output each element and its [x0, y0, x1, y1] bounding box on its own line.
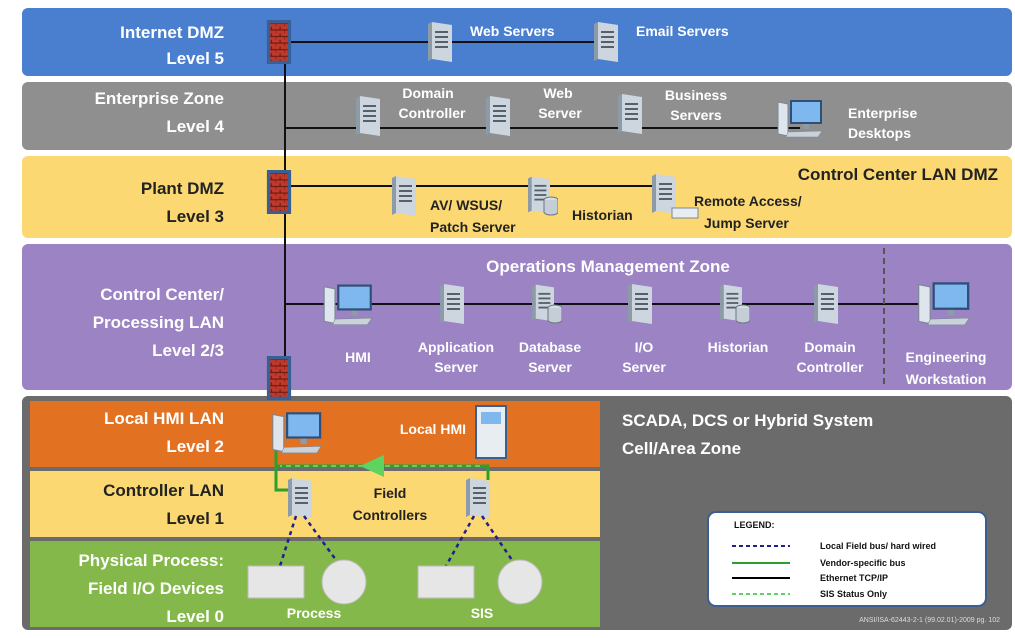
legend-title: LEGEND:	[734, 520, 775, 530]
zone-level3-level: Level 3	[166, 207, 224, 226]
enterprise-desktops-label-1: Enterprise	[848, 105, 917, 121]
firewall-level3-icon	[266, 170, 292, 214]
zone-level2-level: Level 2	[166, 437, 224, 456]
legend-item-fieldbus: Local Field bus/ hard wired	[820, 541, 936, 551]
process-device-round-icon	[321, 559, 367, 605]
domain-controller-l23-icon	[814, 284, 838, 324]
zone-level0-level: Level 0	[166, 607, 224, 626]
zone-level0-line1: Physical Process:	[78, 551, 224, 570]
remote-access-label-1: Remote Access/	[694, 193, 802, 209]
database-server-label-2: Server	[528, 359, 572, 375]
web-servers-icon	[428, 22, 452, 62]
zone-level23-name-2: Processing LAN	[93, 313, 224, 332]
zone-level0-line2: Field I/O Devices	[88, 579, 224, 598]
io-server-label-2: Server	[622, 359, 666, 375]
av-wsus-server-icon	[392, 176, 416, 216]
sis-label: SIS	[471, 605, 494, 621]
enterprise-desktops-label-2: Desktops	[848, 125, 911, 141]
zone-level4-name: Enterprise Zone	[95, 89, 224, 108]
io-server-label-1: I/O	[635, 339, 654, 355]
io-server-icon	[628, 284, 652, 324]
footer-citation: ANSI/ISA-62443-2-1 (99.02.01)-2009 pg. 1…	[859, 617, 1000, 624]
zone-cell-title-2: Cell/Area Zone	[622, 439, 741, 458]
engineering-workstation-icon	[918, 281, 970, 326]
field-controller-1-icon	[288, 478, 312, 518]
zone-level1	[30, 471, 600, 537]
hmi-label: HMI	[345, 349, 371, 365]
zone-level1-level: Level 1	[166, 509, 224, 528]
process-label: Process	[287, 605, 342, 621]
zone-level3-name: Plant DMZ	[141, 179, 224, 198]
zone-level23-level: Level 2/3	[152, 341, 224, 360]
email-servers-icon	[594, 22, 618, 62]
domain-controller-l4-label-1: Domain	[402, 85, 453, 101]
database-server-label-1: Database	[519, 339, 581, 355]
engineering-workstation-label-2: Workstation	[906, 371, 987, 387]
business-servers-label-2: Servers	[670, 107, 722, 123]
application-server-label-1: Application	[418, 339, 494, 355]
zone-level5-level: Level 5	[166, 49, 224, 68]
business-servers-label-1: Business	[665, 87, 727, 103]
field-controllers-label-2: Controllers	[353, 507, 428, 523]
fieldbus-lines	[278, 515, 514, 567]
hmi-icon	[323, 283, 373, 326]
local-hmi-label: Local HMI	[400, 421, 466, 437]
application-server-label-2: Server	[434, 359, 478, 375]
local-hmi-lan-workstation-icon	[272, 411, 322, 454]
engineering-workstation-label-1: Engineering	[906, 349, 987, 365]
av-wsus-label-1: AV/ WSUS/	[430, 197, 502, 213]
sis-status-arrow	[360, 455, 384, 477]
firewall-level23-icon	[266, 356, 292, 400]
zone-level5-name: Internet DMZ	[120, 23, 224, 42]
enterprise-desktops-icon	[777, 99, 823, 138]
legend-item-ethernet: Ethernet TCP/IP	[820, 573, 888, 583]
av-wsus-label-2: Patch Server	[430, 219, 516, 235]
zone-level23-name-1: Control Center/	[100, 285, 224, 304]
domain-controller-l4-label-2: Controller	[399, 105, 466, 121]
business-servers-icon	[618, 94, 642, 134]
zone-level4	[22, 82, 1012, 150]
zone-level2-name: Local HMI LAN	[104, 409, 224, 428]
legend-box	[707, 511, 987, 607]
field-controller-2-icon	[466, 478, 490, 518]
web-servers-label: Web Servers	[470, 23, 555, 39]
remote-access-label-2: Jump Server	[704, 215, 789, 231]
web-server-l4-label-2: Server	[538, 105, 582, 121]
firewall-level5-icon	[266, 20, 292, 64]
historian-l23-label: Historian	[708, 339, 769, 355]
process-device-box-icon	[247, 565, 305, 599]
zone-level1-name: Controller LAN	[103, 481, 224, 500]
legend-item-vendor: Vendor-specific bus	[820, 558, 906, 568]
web-server-l4-icon	[486, 96, 510, 136]
local-hmi-screen	[481, 412, 501, 424]
zone-cell-title-1: SCADA, DCS or Hybrid System	[622, 411, 873, 430]
sis-device-box-icon	[417, 565, 475, 599]
zone-level4-level: Level 4	[166, 117, 224, 136]
domain-controller-l23-label-1: Domain	[804, 339, 855, 355]
field-controllers-label-1: Field	[374, 485, 407, 501]
historian-l3-label: Historian	[572, 207, 633, 223]
web-server-l4-label-1: Web	[543, 85, 572, 101]
sis-device-round-icon	[497, 559, 543, 605]
zone-level23-title: Operations Management Zone	[486, 257, 730, 276]
remote-access-device-icon	[671, 207, 699, 219]
zone-level23	[22, 244, 1012, 390]
legend-item-sis: SIS Status Only	[820, 589, 887, 599]
email-servers-label: Email Servers	[636, 23, 729, 39]
application-server-icon	[440, 284, 464, 324]
domain-controller-l4-icon	[356, 96, 380, 136]
domain-controller-l23-label-2: Controller	[797, 359, 864, 375]
zone-level3-title: Control Center LAN DMZ	[798, 165, 998, 184]
